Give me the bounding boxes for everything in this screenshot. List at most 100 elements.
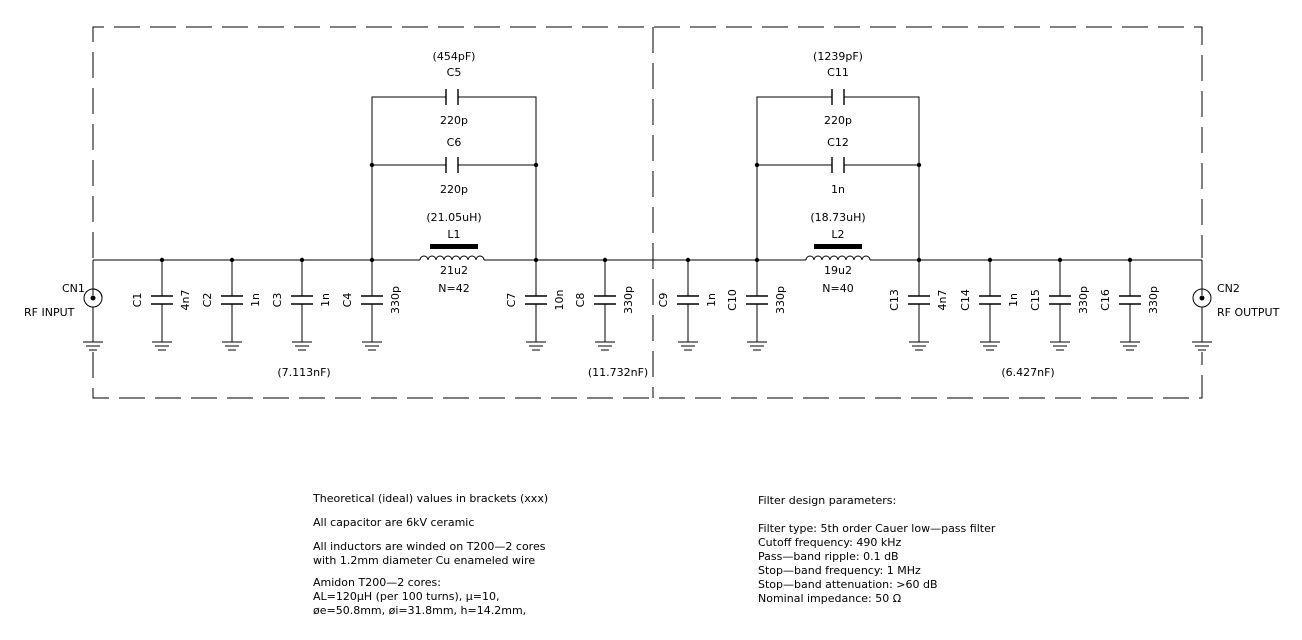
- ground-icon: [595, 341, 615, 351]
- shunt-capacitor-c4: C4 330p: [341, 260, 402, 342]
- c6-ref: C6: [447, 136, 462, 149]
- cap-value-label: 330p: [1147, 286, 1160, 314]
- ground-icon: [362, 341, 382, 351]
- inductor-l1: [419, 244, 485, 262]
- shunt-capacitor-c10: C10 330p: [726, 260, 787, 342]
- ground-icon: [678, 341, 698, 351]
- cap-ref-label: C8: [574, 293, 587, 308]
- param-ripple: Pass—band ripple: 0.1 dB: [758, 550, 899, 563]
- c11-value: 220p: [824, 114, 852, 127]
- junction-dot: [602, 257, 608, 263]
- shunt-total-middle: (11.732nF): [588, 366, 648, 379]
- ground-icon: [292, 341, 312, 351]
- c6-value: 220p: [440, 183, 468, 196]
- connector-cn2: [1192, 260, 1212, 342]
- junction-dot: [229, 257, 235, 263]
- cap-value-label: 1n: [249, 293, 262, 307]
- filter-parameters: Filter design parameters: Filter type: 5…: [758, 494, 995, 606]
- l2-ref: L2: [831, 228, 844, 241]
- shunt-capacitor-c13: C13 4n7: [888, 260, 949, 342]
- shunt-capacitor-c8: C8 330p: [574, 260, 635, 342]
- ground-icon: [980, 341, 1000, 351]
- shunt-capacitor-c15: C15 330p: [1029, 260, 1090, 342]
- cap-ref-label: C1: [131, 293, 144, 308]
- note-inductors: All inductors are winded on T200—2 cores: [313, 540, 546, 553]
- c12-value: 1n: [831, 183, 845, 196]
- inductor-l2: [805, 244, 871, 262]
- params-heading: Filter design parameters:: [758, 494, 897, 507]
- c5-ref: C5: [447, 66, 462, 79]
- connector-cn1: [83, 260, 103, 342]
- l2-turns: N=40: [822, 282, 853, 295]
- cap-ref-label: C15: [1029, 289, 1042, 311]
- note-core-al: AL=120µH (per 100 turns), µ=10,: [313, 590, 500, 603]
- cn2-ref: CN2: [1217, 282, 1240, 295]
- ground-icon: [1120, 341, 1140, 351]
- cap-ref-label: C9: [657, 293, 670, 308]
- cap-ref-label: C13: [888, 289, 901, 311]
- ground-symbol-group: [83, 341, 1212, 351]
- cap-value-label: 10n: [553, 289, 566, 310]
- shunt-capacitor-c16: C16 330p: [1099, 260, 1160, 342]
- cap-value-label: 330p: [389, 286, 402, 314]
- cap-value-label: 330p: [1077, 286, 1090, 314]
- shunt-capacitor-c14: C14 1n: [959, 260, 1020, 342]
- cap-value-label: 1n: [1007, 293, 1020, 307]
- l1-turns: N=42: [438, 282, 469, 295]
- param-stopband-freq: Stop—band frequency: 1 MHz: [758, 564, 921, 577]
- cap-ref-label: C10: [726, 289, 739, 311]
- shunt-total-input: (7.113nF): [277, 366, 330, 379]
- c5-c6-ideal-value: (454pF): [433, 50, 476, 63]
- l2-ideal-value: (18.73uH): [810, 211, 865, 224]
- shunt-capacitor-c2: C2 1n: [201, 260, 262, 342]
- ground-icon: [1192, 341, 1212, 351]
- shunt-total-output: (6.427nF): [1001, 366, 1054, 379]
- cap-ref-label: C2: [201, 293, 214, 308]
- junction-dot: [987, 257, 993, 263]
- shunt-capacitor-c3: C3 1n: [271, 260, 332, 342]
- junction-dot: [1057, 257, 1063, 263]
- c11-c12-ideal-value: (1239pF): [813, 50, 863, 63]
- note-capacitors: All capacitor are 6kV ceramic: [313, 516, 475, 529]
- l1-ideal-value: (21.05uH): [426, 211, 481, 224]
- cap-ref-label: C7: [505, 293, 518, 308]
- c5-value: 220p: [440, 114, 468, 127]
- param-stopband-atten: Stop—band attenuation: >60 dB: [758, 578, 938, 591]
- shield-enclosure: [92, 26, 1203, 399]
- param-impedance: Nominal impedance: 50 Ω: [758, 592, 902, 605]
- cap-ref-label: C3: [271, 293, 284, 308]
- cap-ref-label: C16: [1099, 289, 1112, 311]
- l2-value: 19u2: [824, 264, 852, 277]
- l1-value: 21u2: [440, 264, 468, 277]
- junction-dot: [299, 257, 305, 263]
- ground-icon: [83, 341, 103, 351]
- junction-dot: [159, 257, 165, 263]
- l1-ref: L1: [447, 228, 460, 241]
- cap-value-label: 330p: [774, 286, 787, 314]
- c11-ref: C11: [827, 66, 849, 79]
- note-brackets: Theoretical (ideal) values in brackets (…: [313, 492, 549, 505]
- cap-value-label: 4n7: [936, 290, 949, 311]
- design-notes: Theoretical (ideal) values in brackets (…: [313, 492, 548, 618]
- junction-dot: [685, 257, 691, 263]
- note-core-title: Amidon T200—2 cores:: [313, 576, 441, 589]
- cap-value-label: 330p: [622, 286, 635, 314]
- ground-icon: [909, 341, 929, 351]
- ground-icon: [747, 341, 767, 351]
- cap-ref-label: C4: [341, 293, 354, 308]
- ground-icon: [526, 341, 546, 351]
- param-cutoff: Cutoff frequency: 490 kHz: [758, 536, 902, 549]
- note-wire: with 1.2mm diameter Cu enameled wire: [313, 554, 536, 567]
- cap-ref-label: C14: [959, 289, 972, 311]
- param-filter-type: Filter type: 5th order Cauer low—pass fi…: [758, 522, 996, 535]
- cap-value-label: 1n: [319, 293, 332, 307]
- cn2-label: RF OUTPUT: [1217, 306, 1280, 319]
- ground-icon: [152, 341, 172, 351]
- note-core-dims: øe=50.8mm, øi=31.8mm, h=14.2mm,: [313, 604, 527, 617]
- ground-icon: [222, 341, 242, 351]
- cn1-label: RF INPUT: [24, 306, 75, 319]
